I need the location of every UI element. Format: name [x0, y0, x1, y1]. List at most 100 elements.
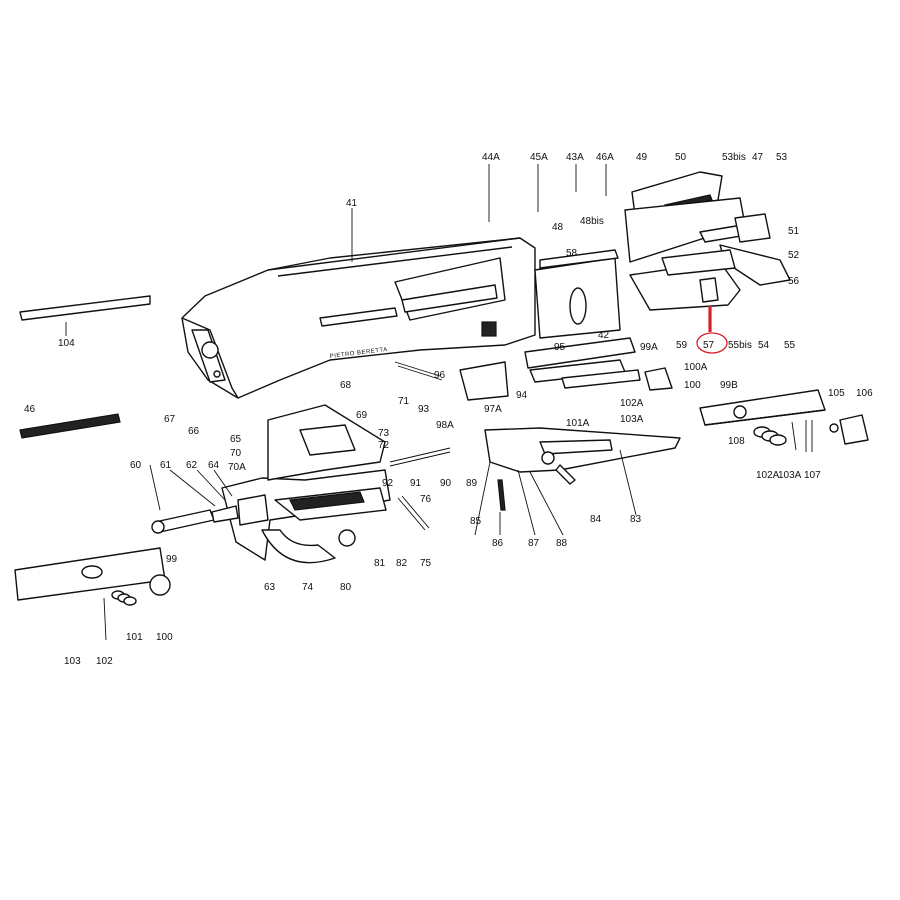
- callout-64: 64: [208, 460, 220, 471]
- callout-47: 47: [752, 152, 764, 163]
- callout-86: 86: [492, 538, 504, 549]
- callout-55bis: 55bis: [728, 340, 752, 351]
- callout-81: 81: [374, 558, 386, 569]
- callout-105: 105: [828, 388, 845, 399]
- callout-76: 76: [420, 494, 432, 505]
- receiver-part-41: PIETRO BERETTA: [181, 237, 536, 399]
- pin-part-102: [103, 597, 107, 641]
- callout-95: 95: [554, 342, 566, 353]
- callout-102: 102: [96, 656, 113, 667]
- callout-99b: 99B: [720, 380, 738, 391]
- callout-67: 67: [164, 414, 176, 425]
- callout-108: 108: [728, 436, 745, 447]
- callout-54: 54: [758, 340, 770, 351]
- callout-65: 65: [230, 434, 242, 445]
- callout-84: 84: [590, 514, 602, 525]
- callout-51: 51: [788, 226, 800, 237]
- callout-63: 63: [264, 582, 276, 593]
- callout-61: 61: [160, 460, 172, 471]
- callout-104: 104: [58, 338, 75, 349]
- callout-57: 57: [703, 340, 715, 351]
- fore-end-part-99: [14, 547, 166, 601]
- highlight-marker: [696, 306, 728, 354]
- callout-60: 60: [130, 460, 142, 471]
- callout-98a: 98A: [436, 420, 454, 431]
- lifter-part-83: [484, 427, 681, 485]
- spring-part-108: [753, 426, 787, 446]
- callout-42: 42: [598, 330, 610, 341]
- callout-90: 90: [440, 478, 452, 489]
- callout-100-b: 100: [156, 632, 173, 643]
- callout-102a: 102A: [620, 398, 644, 409]
- callout-48bis: 48bis: [580, 216, 604, 227]
- callout-72: 72: [378, 440, 390, 451]
- callout-70: 70: [230, 448, 242, 459]
- callout-97a: 97A: [484, 404, 502, 415]
- callout-45a: 45A: [530, 152, 548, 163]
- callout-52: 52: [788, 250, 800, 261]
- callouts: 44A 45A 43A 46A 49 50 53bis 47 53 41 48 …: [24, 152, 873, 667]
- callout-103a: 103A: [620, 414, 644, 425]
- callout-50: 50: [675, 152, 687, 163]
- callout-100a: 100A: [684, 362, 708, 373]
- callout-88: 88: [556, 538, 568, 549]
- hammer-spring-parts: [151, 505, 239, 534]
- cleaning-rod-part-104: [19, 295, 151, 321]
- callout-80: 80: [340, 582, 352, 593]
- callout-75: 75: [420, 558, 432, 569]
- end-cap-part-106: [829, 414, 869, 445]
- callout-62: 62: [186, 460, 198, 471]
- callout-101a: 101A: [566, 418, 590, 429]
- callout-73: 73: [378, 428, 390, 439]
- callout-92: 92: [382, 478, 394, 489]
- spring-part-101: [111, 590, 137, 606]
- callout-107: 107: [804, 470, 821, 481]
- callout-99: 99: [166, 554, 178, 565]
- misc-pins: [338, 361, 443, 547]
- callout-49: 49: [636, 152, 648, 163]
- callout-83: 83: [630, 514, 642, 525]
- fore-end-part-99b: [699, 389, 826, 426]
- small-pins: [791, 420, 813, 452]
- callout-82: 82: [396, 558, 408, 569]
- callout-91: 91: [410, 478, 422, 489]
- slide-parts: [459, 337, 673, 401]
- callout-69: 69: [356, 410, 368, 421]
- callout-85: 85: [470, 516, 482, 527]
- callout-66: 66: [188, 426, 200, 437]
- callout-71: 71: [398, 396, 410, 407]
- callout-56: 56: [788, 276, 800, 287]
- callout-101: 101: [126, 632, 143, 643]
- pin-part-91: [389, 447, 451, 467]
- callout-102a-b: 102A: [756, 470, 780, 481]
- barrel-guide-part-42: [534, 249, 621, 339]
- callout-96: 96: [434, 370, 446, 381]
- pin-part-86: [497, 479, 506, 511]
- trigger-group: [221, 404, 391, 564]
- callout-87: 87: [528, 538, 540, 549]
- callout-103a-b: 103A: [778, 470, 802, 481]
- callout-46a: 46A: [596, 152, 614, 163]
- callout-41: 41: [346, 198, 358, 209]
- callout-99a: 99A: [640, 342, 658, 353]
- callout-44a: 44A: [482, 152, 500, 163]
- callout-70a: 70A: [228, 462, 246, 473]
- cap-part-100: [149, 574, 171, 596]
- callout-53: 53: [776, 152, 788, 163]
- callout-43a: 43A: [566, 152, 584, 163]
- callout-106: 106: [856, 388, 873, 399]
- callout-93: 93: [418, 404, 430, 415]
- callout-68: 68: [340, 380, 352, 391]
- magazine-tube-part-46: [19, 413, 121, 439]
- callout-89: 89: [466, 478, 478, 489]
- callout-100: 100: [684, 380, 701, 391]
- callout-55: 55: [784, 340, 796, 351]
- callout-103: 103: [64, 656, 81, 667]
- callout-59: 59: [676, 340, 688, 351]
- callout-94: 94: [516, 390, 528, 401]
- bolt-assembly: [624, 197, 791, 311]
- callout-53bis: 53bis: [722, 152, 746, 163]
- callout-74: 74: [302, 582, 314, 593]
